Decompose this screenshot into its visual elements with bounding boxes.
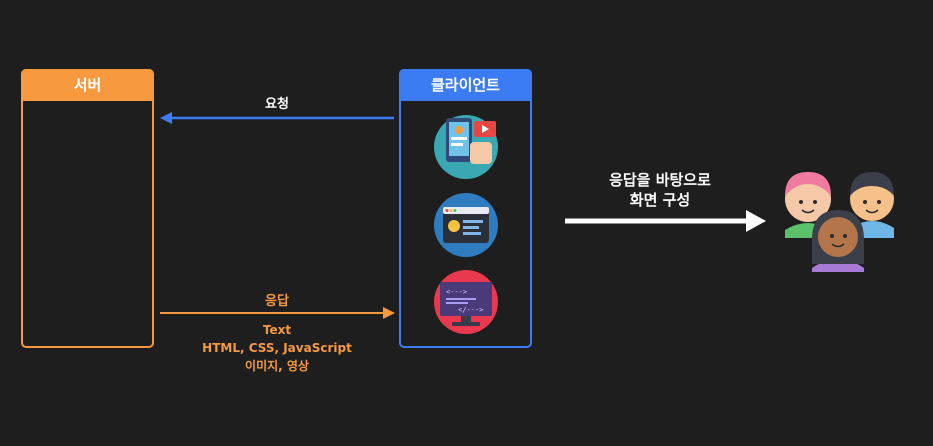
render-label: 응답을 바탕으로 화면 구성 [560, 170, 760, 210]
users-group-icon [785, 172, 894, 272]
response-arrow [160, 307, 395, 319]
server-title: 서버 [21, 69, 154, 101]
client-title: 클라이언트 [399, 69, 532, 101]
svg-text:</--->: </---> [458, 306, 483, 314]
code-monitor-icon: <---> </---> [434, 270, 498, 334]
response-label: 응답 [265, 294, 289, 309]
response-detail-media: 이미지, 영상 [245, 359, 309, 373]
render-label-line-2: 화면 구성 [629, 191, 691, 209]
request-arrow [160, 112, 394, 124]
response-details: Text HTML, CSS, JavaScript 이미지, 영상 [160, 321, 394, 375]
browser-window-icon [434, 193, 498, 257]
response-detail-text: Text [262, 323, 292, 337]
svg-text:<--->: <---> [446, 288, 467, 296]
render-label-line-1: 응답을 바탕으로 [609, 171, 711, 189]
render-arrow [565, 210, 766, 232]
response-detail-web: HTML, CSS, JavaScript [202, 341, 352, 355]
mobile-video-icon [434, 115, 498, 179]
request-label: 요청 [265, 97, 289, 112]
